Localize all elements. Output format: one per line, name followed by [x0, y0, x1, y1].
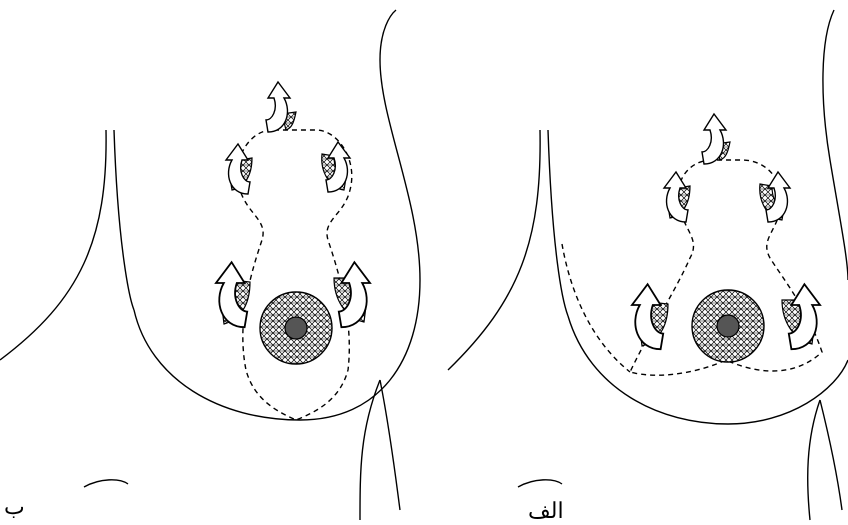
lateral-curve-top [823, 10, 848, 280]
nipple-icon [717, 315, 739, 337]
panel-label-alef: الف [528, 500, 564, 522]
lateral-line-2 [380, 380, 400, 510]
sternum-line-right [114, 130, 134, 310]
sternum-line-right [548, 130, 568, 316]
lateral-line [360, 380, 380, 520]
lateral-line-2 [820, 400, 842, 510]
lower-arc [84, 480, 128, 487]
lateral-line [808, 400, 820, 520]
sternum-line-left [0, 130, 106, 360]
nipple-icon [285, 317, 307, 339]
lower-arc [518, 480, 562, 487]
panel-label-b: ب [4, 496, 25, 518]
panel-b [0, 10, 420, 520]
sternum-line-left [448, 130, 540, 370]
panel-alef [448, 10, 848, 520]
incision-lateral [562, 244, 630, 372]
